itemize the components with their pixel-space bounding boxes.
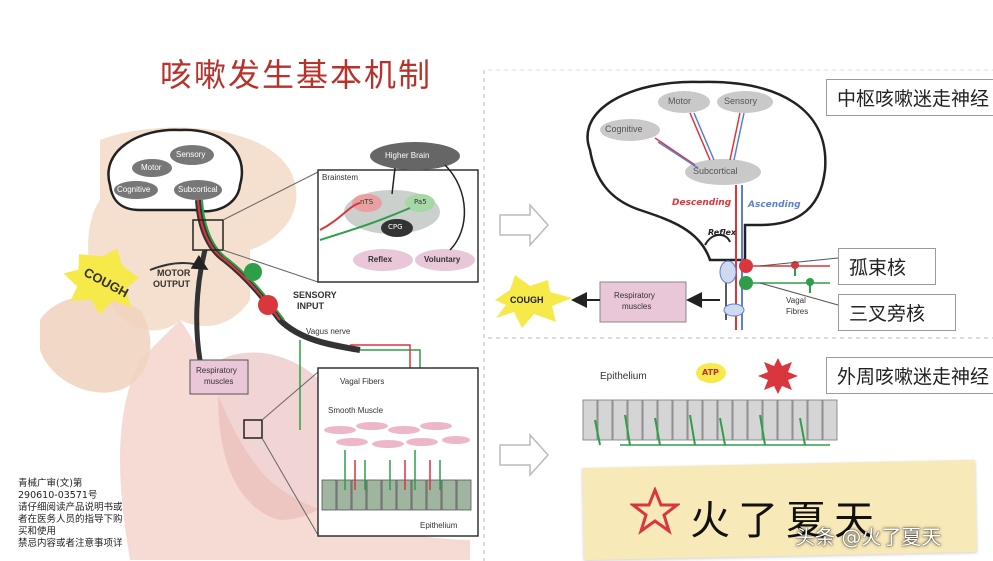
pa5-label: Pa5: [414, 198, 427, 206]
left-respiratory-label-1: Respiratory: [196, 366, 237, 375]
right-reflex-label: Reflex: [708, 228, 737, 237]
higher-brain-node: [370, 142, 460, 170]
motor-output-label-1: MOTOR: [157, 268, 191, 278]
sticky-note-text: 火了夏天: [690, 498, 882, 544]
left-cognitive-label: Cognitive: [117, 185, 151, 194]
left-ganglion-red: [258, 295, 278, 315]
airway-epithelium-label: Epithelium: [420, 521, 458, 530]
right-cough-burst: [495, 275, 572, 328]
right-subcortical-label: Subcortical: [693, 166, 738, 176]
left-sensory-node: [170, 145, 214, 165]
disclaimer-line: 290610-03571号: [18, 490, 98, 501]
airway-inset: [317, 367, 479, 537]
arrow-to-peripheral: [499, 433, 550, 477]
brainstem-title: Brainstem: [322, 173, 359, 182]
disclaimer-line: 青械广审(文)第: [18, 478, 83, 489]
central-vagus-label: 中枢咳嗽迷走神经: [826, 79, 993, 116]
left-brain-outline: [107, 128, 244, 213]
motor-output-label-2: OUTPUT: [153, 279, 190, 289]
sensory-input-label-2: INPUT: [297, 301, 324, 311]
right-cognitive-label: Cognitive: [605, 124, 643, 134]
disclaimer-line: 禁忌内容或者注意事项详: [18, 538, 123, 549]
left-cough-burst: [63, 248, 139, 315]
sensory-input-label-1: SENSORY: [293, 290, 337, 300]
right-cough-label: COUGH: [510, 295, 544, 305]
voluntary-label: Voluntary: [424, 255, 461, 264]
left-sensory-label: Sensory: [176, 150, 206, 159]
left-motor-node: [132, 159, 172, 177]
atp-label: ATP: [702, 368, 719, 377]
left-respiratory-label-2: muscles: [204, 377, 234, 386]
left-motor-label: Motor: [141, 163, 162, 172]
vagus-nerve-label: Vagus nerve: [306, 327, 351, 336]
cpg-label: CPG: [388, 223, 403, 231]
damage-burst-icon: [758, 358, 798, 394]
disclaimer-line: 买和使用: [18, 526, 57, 537]
ascending-label: Ascending: [748, 200, 801, 210]
right-sensory-node: [717, 91, 773, 113]
paratrigeminal-nucleus-label: 三叉旁核: [838, 294, 956, 331]
left-ganglion-green: [244, 263, 262, 281]
peripheral-vagus-label: 外周咳嗽迷走神经: [826, 357, 993, 394]
right-respiratory-label-2: muscles: [622, 302, 652, 311]
disclaimer-line: 者在医务人员的指导下购: [18, 514, 123, 525]
solitary-nucleus-label: 孤束核: [838, 248, 936, 285]
higher-brain-label: Higher Brain: [385, 151, 430, 160]
page-title: 咳嗽发生基本机制: [160, 56, 433, 94]
right-sensory-label: Sensory: [724, 96, 758, 106]
nts-label: nTS: [360, 198, 374, 206]
left-respiratory-muscles-box: [189, 359, 249, 395]
right-subcortical-node: [685, 159, 761, 185]
disclaimer-line: 请仔细阅读产品说明书或: [18, 502, 123, 513]
left-cognitive-node: [114, 181, 158, 199]
left-subcortical-node: [174, 180, 222, 200]
atp-badge: [696, 363, 726, 383]
arrow-to-central: [499, 203, 550, 247]
vagal-fibres-label-1: Vagal: [786, 296, 806, 305]
left-subcortical-label: Subcortical: [178, 185, 218, 194]
source-watermark: 头条 @火了夏天: [795, 525, 942, 549]
smooth-muscle-label: Smooth Muscle: [328, 406, 384, 415]
ad-disclaimer: 青械广审(文)第 290610-03571号 请仔细阅读产品说明书或 者在医务人…: [18, 478, 123, 550]
vagal-fibres-label-2: Fibres: [786, 307, 809, 316]
reflex-label: Reflex: [368, 255, 393, 264]
right-epithelium-label: Epithelium: [600, 371, 647, 382]
right-respiratory-label-1: Respiratory: [614, 291, 655, 300]
right-motor-node: [658, 91, 710, 113]
star-doodle-icon: [630, 487, 680, 535]
descending-label: Descending: [672, 198, 732, 208]
vagal-fibers-label: Vagal Fibers: [340, 377, 385, 386]
right-motor-label: Motor: [668, 96, 692, 106]
right-cognitive-node: [600, 119, 660, 141]
